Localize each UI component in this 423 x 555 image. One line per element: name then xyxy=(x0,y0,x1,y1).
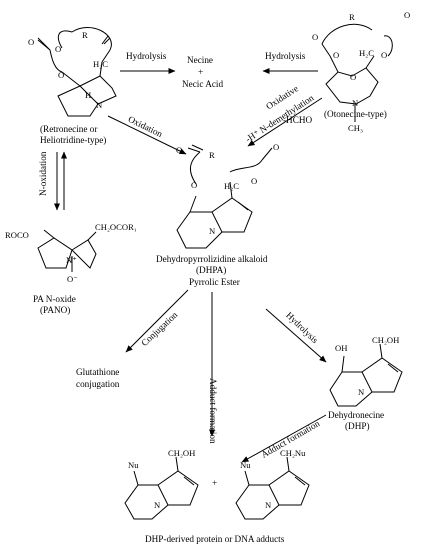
dhpa-structure: O R O O H₂C O N Dehydropyrrolizidine alk… xyxy=(156,142,279,287)
otonecine-n: N xyxy=(352,98,359,108)
adducts-caption: DHP-derived protein or DNA adducts xyxy=(145,534,285,544)
necine-label: Necine xyxy=(187,55,213,65)
adduct-formation-arrow-right xyxy=(241,414,327,463)
necic-acid-label: Necic Acid xyxy=(182,79,223,89)
pano-o-minus: O⁻ xyxy=(67,274,78,284)
dhpa-h2c: H₂C xyxy=(224,181,239,191)
necine-necic-acid-product: Necine + Necic Acid xyxy=(182,55,223,89)
dehydronecine-n: N xyxy=(358,387,365,397)
otonecine-caption: (Otonecine-type) xyxy=(324,109,387,119)
otonecine-o4: O xyxy=(350,72,356,82)
dehydronecine-ch2oh: CH₂OH xyxy=(372,335,399,345)
otonecine-o3: O xyxy=(404,10,410,20)
dhpa-o2: O xyxy=(273,142,279,152)
oxidation-arrow xyxy=(107,115,187,155)
adduct-2-ch2nu: CH₂Nu xyxy=(280,448,306,458)
retronecine-o2: O xyxy=(55,44,61,54)
otonecine-o1: O xyxy=(312,32,318,42)
retronecine-structure: O O O H₂C R H N (Retronecine or Heliotri… xyxy=(28,27,117,145)
dehydronecine-caption-1: Dehydronecine xyxy=(328,410,384,420)
oxidation-label: Oxidation xyxy=(127,114,165,139)
dhpa-o3: O xyxy=(191,180,197,190)
conjugation-arrow xyxy=(125,289,189,353)
otonecine-structure: O O R O H₂C O O N CH₃ (Otonecine-type) xyxy=(312,10,410,133)
retronecine-o1: O xyxy=(28,37,34,47)
hydrolysis-right-label: Hydrolysis xyxy=(265,51,306,61)
pano-right-group: CH₂OCOR₁ xyxy=(95,222,137,232)
otonecine-ch3: CH₃ xyxy=(348,123,363,133)
dhpa-o4: O xyxy=(251,176,257,186)
retronecine-o3: O xyxy=(58,70,64,80)
hydrolysis-left-label: Hydrolysis xyxy=(126,51,167,61)
retronecine-caption-2: Heliotridine-type) xyxy=(40,135,106,145)
pano-caption-1: PA N-oxide xyxy=(33,294,76,304)
dhpa-o1: O xyxy=(176,145,182,155)
glutathione-label-2: conjugation xyxy=(76,379,120,389)
dhpa-caption-3: Pyrrolic Ester xyxy=(189,277,240,287)
dehydronecine-structure: OH CH₂OH N Dehydronecine (DHP) xyxy=(328,335,403,431)
retronecine-h2c: H₂C xyxy=(93,59,108,69)
adduct-1-structure: Nu CH₂OH N xyxy=(124,448,199,520)
pa-n-oxide-structure: ROCO CH₂OCOR₁ N⁺ O⁻ PA N-oxide (PANO) xyxy=(5,222,137,315)
n-oxidation-label: N-oxidation xyxy=(38,151,48,196)
adduct-2-n: N xyxy=(265,500,272,510)
dhpa-caption-1: Dehydropyrrolizidine alkaloid xyxy=(156,254,268,264)
otonecine-o2: O xyxy=(333,50,339,60)
adduct-plus-sign: + xyxy=(212,478,217,488)
adduct-1-nu: Nu xyxy=(128,460,139,470)
adduct-2-nu: Nu xyxy=(240,460,251,470)
otonecine-h2c: H₂C xyxy=(359,48,374,58)
dhpa-caption-2: (DHPA) xyxy=(196,265,226,275)
dhpa-n: N xyxy=(209,226,216,236)
dehydronecine-caption-2: (DHP) xyxy=(345,421,370,431)
glutathione-label-1: Glutathione xyxy=(76,367,119,377)
hydrolysis-dhpa-label: Hydrolysis xyxy=(284,310,320,346)
adduct-1-n: N xyxy=(154,500,161,510)
adduct-2-structure: Nu CH₂Nu N xyxy=(235,448,310,520)
plus-sign: + xyxy=(198,67,203,77)
dhpa-r: R xyxy=(209,150,215,160)
conjugation-label: Conjugation xyxy=(139,309,179,348)
pano-caption-2: (PANO) xyxy=(40,305,70,315)
hcho-label: -HCHO xyxy=(283,115,312,125)
retronecine-n: N xyxy=(96,100,103,110)
retronecine-h: H xyxy=(85,90,91,100)
retronecine-caption-1: (Retronecine or xyxy=(40,124,97,134)
otonecine-r: R xyxy=(349,12,355,22)
otonecine-o5: O xyxy=(381,50,387,60)
adduct-1-ch2oh: CH₂OH xyxy=(168,448,195,458)
dehydronecine-oh: OH xyxy=(335,343,347,353)
adduct-formation-center-label: Adduct formation xyxy=(208,378,218,444)
retronecine-r: R xyxy=(82,30,88,40)
oxidative-demethylation-arrow xyxy=(247,97,323,147)
hydrolysis-dhpa-arrow xyxy=(265,308,327,363)
pano-n-plus: N⁺ xyxy=(66,255,77,265)
pano-rocoo: ROCO xyxy=(5,230,29,240)
